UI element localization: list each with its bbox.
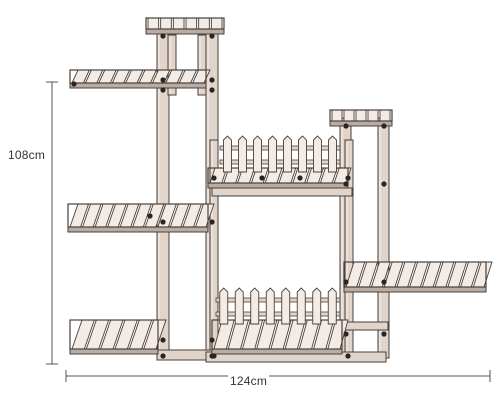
- fence-picket: [327, 287, 337, 325]
- bolt: [160, 219, 166, 225]
- fence-picket: [281, 287, 291, 325]
- bolt: [343, 123, 349, 129]
- shelf-frame: [67, 203, 209, 228]
- shelf-slat: [331, 109, 343, 122]
- bolt: [259, 175, 265, 181]
- shelf-frame: [145, 17, 225, 30]
- width-label: 124cm: [228, 374, 270, 388]
- bolt: [381, 123, 387, 129]
- fence-picket: [223, 135, 232, 173]
- bolt: [160, 353, 166, 359]
- bolt: [209, 219, 215, 225]
- vertical-post: [197, 34, 207, 96]
- fence-picket: [313, 135, 322, 173]
- frame-rail: [211, 187, 353, 197]
- fence-picket: [312, 287, 322, 325]
- bolt: [147, 213, 153, 219]
- shelf-slat: [185, 17, 198, 30]
- bolt: [343, 181, 349, 187]
- fence-picket: [283, 135, 292, 173]
- bolt: [71, 81, 77, 87]
- shelf-slat: [198, 17, 210, 30]
- shelf-edge: [145, 28, 225, 35]
- fence-picket: [268, 135, 277, 173]
- fence-picket: [328, 135, 337, 173]
- bolt: [343, 331, 349, 337]
- fence-picket: [296, 287, 306, 325]
- fence-picket: [219, 287, 229, 325]
- fence-rail: [219, 159, 341, 165]
- bolt: [381, 279, 387, 285]
- vertical-post: [167, 34, 177, 96]
- bolt: [160, 337, 166, 343]
- shelf-frame: [69, 319, 159, 350]
- bolt: [209, 87, 215, 93]
- bolt: [209, 77, 215, 83]
- bolt: [211, 353, 217, 359]
- bolt: [211, 175, 217, 181]
- bolt: [160, 33, 166, 39]
- bolt: [160, 77, 166, 83]
- shelf-slat: [379, 109, 391, 122]
- shelf-slat: [355, 109, 367, 122]
- shelf-edge: [69, 82, 207, 89]
- fence-picket: [253, 135, 262, 173]
- fence-picket: [298, 135, 307, 173]
- shelf-edge: [69, 348, 159, 355]
- shelf-frame: [211, 319, 343, 350]
- dimension-lines: [46, 81, 491, 382]
- shelves: [67, 17, 493, 355]
- bolt: [343, 279, 349, 285]
- fence-rail: [219, 145, 341, 151]
- bolts: [71, 33, 387, 359]
- shelf-slat: [367, 109, 379, 122]
- shelf-frame: [329, 109, 393, 122]
- fence-picket: [250, 287, 260, 325]
- shelf-slat: [147, 17, 160, 30]
- bolt: [381, 331, 387, 337]
- shelf-edge: [207, 182, 349, 189]
- shelf-slat: [210, 17, 223, 30]
- shelf-edge: [67, 226, 209, 233]
- shelf-frame: [69, 69, 207, 84]
- fence-picket: [265, 287, 275, 325]
- fence-picket: [234, 287, 244, 325]
- shelf-slat: [172, 17, 185, 30]
- shelf-frame: [343, 261, 487, 288]
- bolt: [381, 181, 387, 187]
- bolt: [209, 337, 215, 343]
- picket-fences: [215, 135, 341, 325]
- shelf-edge: [211, 348, 343, 355]
- bolt: [209, 33, 215, 39]
- shelf-edge: [343, 286, 487, 293]
- bolt: [297, 175, 303, 181]
- bolt: [345, 175, 351, 181]
- fence-rail: [215, 297, 341, 303]
- fence-rail: [215, 311, 341, 317]
- bolt: [345, 353, 351, 359]
- shelf-slat: [160, 17, 172, 30]
- fence-picket: [238, 135, 247, 173]
- bolt: [160, 87, 166, 93]
- shelf-slat: [343, 109, 355, 122]
- height-label: 108cm: [6, 148, 48, 162]
